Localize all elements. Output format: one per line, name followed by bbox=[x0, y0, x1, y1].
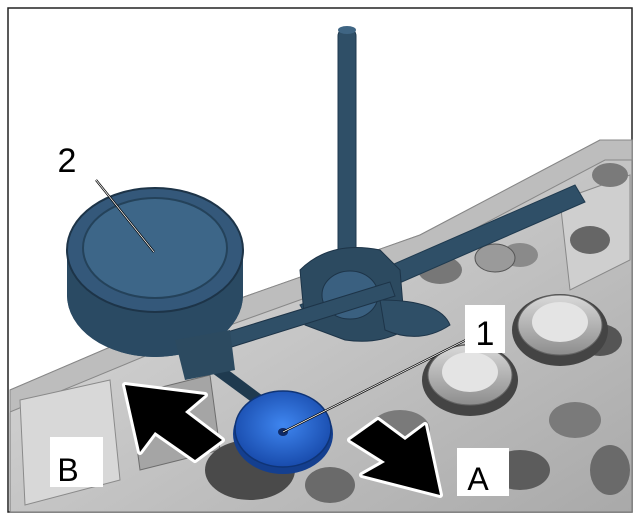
arrow-B bbox=[122, 382, 225, 463]
callout-box-1 bbox=[465, 305, 505, 353]
arrow-label-A: A bbox=[467, 461, 489, 497]
callout-label-2: 2 bbox=[58, 142, 77, 180]
dial-gauge-icon bbox=[66, 187, 244, 380]
arrow-label-box-B bbox=[50, 437, 103, 487]
leader-line-2-highlight bbox=[95, 179, 155, 253]
callout-label-1: 1 bbox=[476, 315, 495, 353]
magnetic-stand-icon bbox=[184, 26, 586, 414]
leader-line-1-highlight bbox=[282, 339, 467, 433]
arrow-label-box-A bbox=[457, 448, 509, 496]
measuring-tip-icon bbox=[233, 390, 333, 474]
arrow-label-B: B bbox=[57, 452, 78, 488]
arrow-A bbox=[347, 417, 443, 498]
